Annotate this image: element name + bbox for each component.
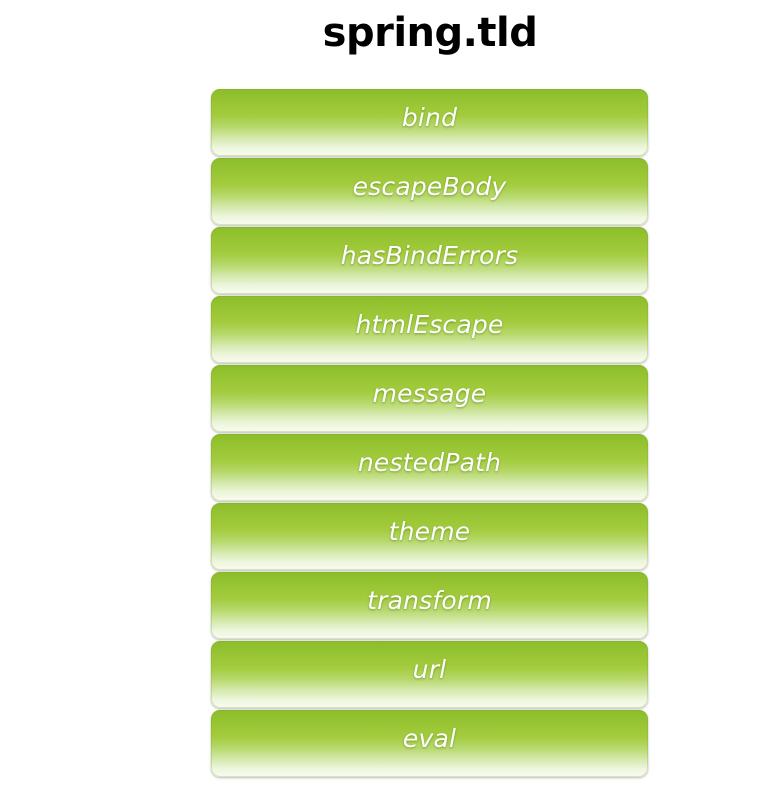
tag-item-bind: bind bbox=[211, 89, 648, 156]
tag-label: htmlEscape bbox=[355, 310, 504, 339]
tag-label: escapeBody bbox=[352, 172, 507, 201]
tag-item-hasbinderrors: hasBindErrors bbox=[211, 227, 648, 294]
tag-list: bind escapeBody hasBindErrors htmlEscape… bbox=[211, 89, 648, 779]
tag-item-nestedpath: nestedPath bbox=[211, 434, 648, 501]
tag-item-htmlescape: htmlEscape bbox=[211, 296, 648, 363]
tag-label: theme bbox=[388, 517, 471, 546]
tag-item-eval: eval bbox=[211, 710, 648, 777]
page-title: spring.tld bbox=[322, 10, 538, 56]
tag-label: url bbox=[412, 655, 447, 684]
tag-item-url: url bbox=[211, 641, 648, 708]
tag-label: hasBindErrors bbox=[340, 241, 519, 270]
tag-item-transform: transform bbox=[211, 572, 648, 639]
tag-label: eval bbox=[402, 724, 457, 753]
tag-label: nestedPath bbox=[357, 448, 502, 477]
tag-label: bind bbox=[401, 103, 458, 132]
tag-label: message bbox=[372, 379, 487, 408]
tag-label: transform bbox=[367, 586, 492, 615]
tag-item-message: message bbox=[211, 365, 648, 432]
tag-item-escapebody: escapeBody bbox=[211, 158, 648, 225]
tag-item-theme: theme bbox=[211, 503, 648, 570]
